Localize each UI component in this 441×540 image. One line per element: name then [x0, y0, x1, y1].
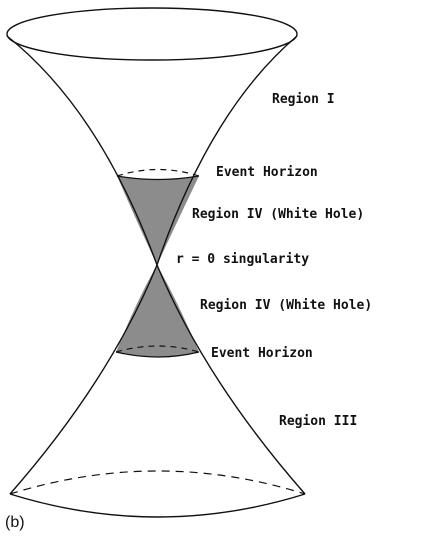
upper-shaded-region: [117, 176, 199, 265]
lower-region-4-label: Region IV (White Hole): [200, 298, 373, 313]
lower-shaded-region: [116, 265, 199, 357]
lower-horizon-front: [115, 351, 200, 358]
figure-caption: (b): [5, 514, 25, 531]
upper-event-horizon-label: Event Horizon: [216, 165, 318, 180]
upper-right-side: [156, 35, 298, 266]
lower-left-side: [9, 264, 158, 495]
bottom-ellipse-back: [9, 470, 306, 495]
upper-horizon-front: [116, 175, 200, 181]
lower-event-horizon-label: Event Horizon: [211, 346, 313, 361]
lower-right-side: [156, 264, 306, 495]
top-ellipse: [6, 7, 298, 61]
upper-region-4-label: Region IV (White Hole): [192, 207, 365, 222]
upper-left-side: [6, 35, 158, 266]
region-3-label: Region III: [279, 414, 358, 429]
bottom-ellipse-front: [9, 493, 306, 518]
upper-horizon-back: [116, 168, 200, 177]
singularity-label: r = 0 singularity: [176, 252, 310, 267]
region-1-label: Region I: [272, 92, 335, 107]
